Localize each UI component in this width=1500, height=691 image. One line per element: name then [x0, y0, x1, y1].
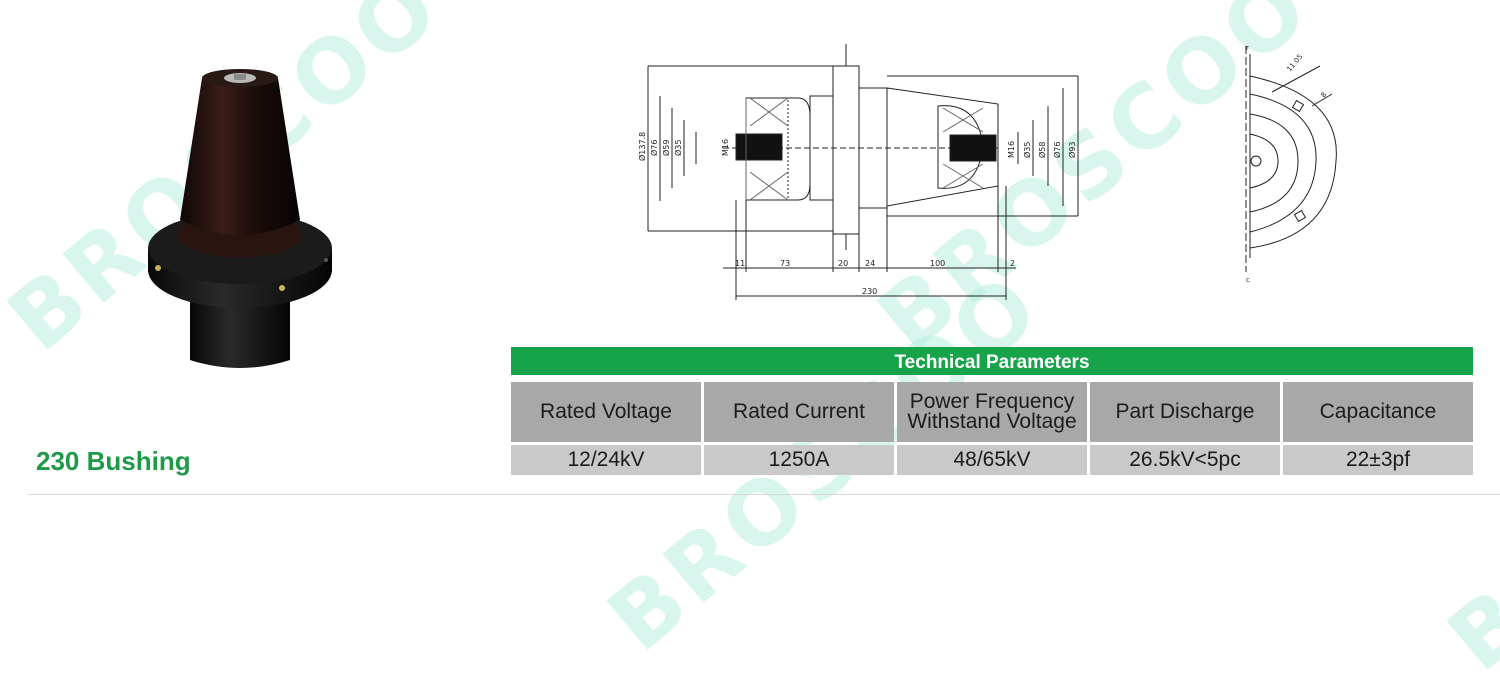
technical-parameters-table: Technical Parameters Rated Voltage Rated…	[511, 347, 1473, 475]
value-cell-power-frequency: 48/65kV	[897, 445, 1087, 475]
dim-len-24: 24	[865, 259, 875, 268]
dim-d-overall: Ø137.8	[638, 132, 647, 161]
side-mark-top: r	[1246, 44, 1249, 52]
value-cell-part-discharge: 26.5kV<5pc	[1090, 445, 1280, 475]
dim-d-left-m16: M16	[721, 139, 730, 156]
dim-d-right-76: Ø76	[1052, 142, 1062, 158]
header-cell-rated-voltage: Rated Voltage	[511, 382, 701, 442]
dim-d-left-76: Ø76	[649, 140, 659, 156]
header-cell-capacitance: Capacitance	[1283, 382, 1473, 442]
dim-len-230: 230	[862, 287, 877, 296]
dim-len-11: 11	[735, 259, 745, 268]
footer-divider	[28, 494, 1500, 495]
dim-d-right-m16: M16	[1007, 141, 1016, 158]
side-dim-a: 11.05	[1285, 53, 1304, 73]
dim-len-100: 100	[930, 259, 945, 268]
side-dim-b: 8	[1319, 91, 1328, 100]
dim-len-2: 2	[1010, 259, 1015, 268]
table-header-row: Rated Voltage Rated Current Power Freque…	[511, 382, 1473, 442]
product-photo	[148, 69, 332, 368]
header-cell-part-discharge: Part Discharge	[1090, 382, 1280, 442]
dim-d-right-35: Ø35	[1022, 142, 1032, 158]
technical-drawing-front: Ø137.8 Ø76 Ø59 Ø35 M16 M16 Ø35 Ø58 Ø76 Ø…	[638, 44, 1079, 300]
value-cell-capacitance: 22±3pf	[1283, 445, 1473, 475]
dim-d-right-58: Ø58	[1037, 142, 1047, 158]
dim-d-right-93: Ø93	[1067, 142, 1077, 158]
header-cell-rated-current: Rated Current	[704, 382, 894, 442]
technical-drawing-side: 11.05 8 r c	[1245, 44, 1337, 284]
dim-d-left-35: Ø35	[673, 140, 683, 156]
side-mark-bottom: c	[1246, 276, 1250, 284]
table-value-row: 12/24kV 1250A 48/65kV 26.5kV<5pc 22±3pf	[511, 445, 1473, 475]
product-title: 230 Bushing	[36, 446, 191, 476]
dim-len-20: 20	[838, 259, 848, 268]
value-cell-rated-current: 1250A	[704, 445, 894, 475]
table-title: Technical Parameters	[511, 347, 1473, 375]
watermark: BROSCOO	[1428, 271, 1500, 691]
dim-d-left-59: Ø59	[661, 140, 671, 156]
value-cell-rated-voltage: 12/24kV	[511, 445, 701, 475]
dim-len-73: 73	[780, 259, 790, 268]
